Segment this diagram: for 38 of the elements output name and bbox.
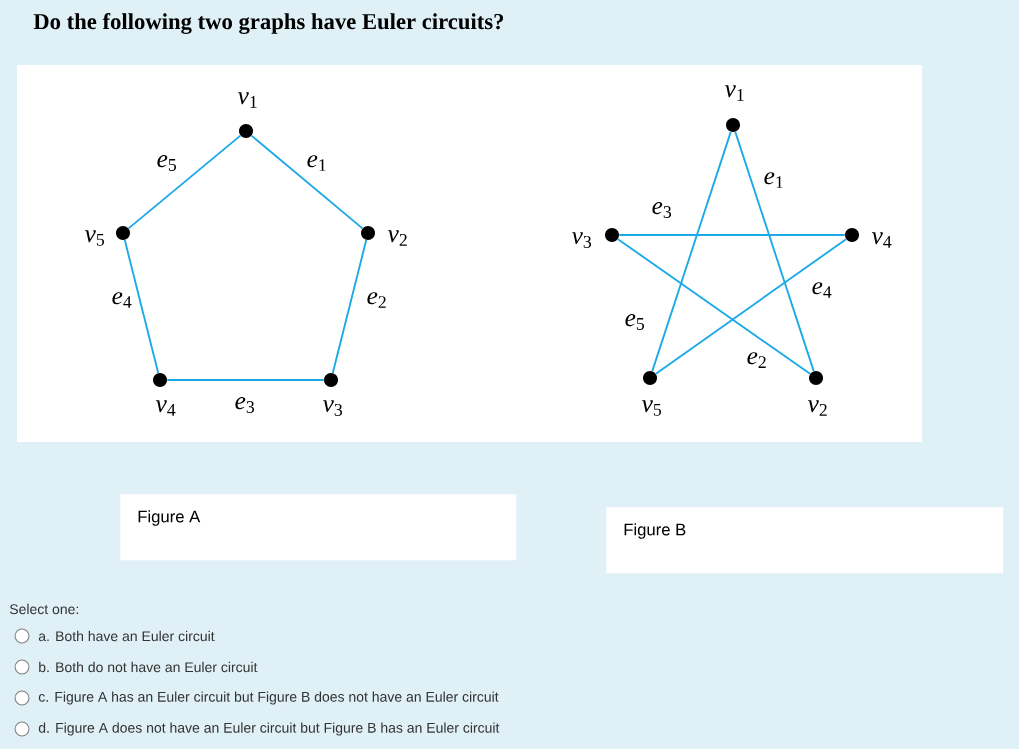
option-text: a. Both have an Euler circuit [38, 630, 215, 642]
vertex-dot [726, 118, 740, 132]
vertex-label: v$_{5}$ [84, 230, 105, 246]
title: Do the following two graphs have Euler circuits? [33, 13, 504, 34]
vertex-dot [324, 373, 338, 387]
vertex-label: v$_{5}$ [642, 400, 662, 416]
graph-edge [655, 238, 848, 375]
vertex-label: v$_{4}$ [155, 400, 176, 416]
graph-edge [618, 234, 846, 236]
graph-edge [331, 239, 368, 374]
vertex-dot [361, 226, 375, 240]
graph-edge [123, 239, 160, 374]
graph-edge [250, 134, 364, 230]
vertex-label: v$_{3}$ [322, 400, 343, 416]
option-text: d. Figure A does not have an Euler circuit but Figure B has an Euler circuit [38, 722, 500, 736]
figure-box: Figure A [120, 494, 517, 561]
vertex-label: v$_{2}$ [387, 230, 407, 246]
graph-edge [166, 379, 325, 381]
graph-edge [734, 130, 815, 373]
graph-edge [617, 238, 811, 375]
graph-edge [127, 134, 242, 230]
vertex-dot [809, 371, 823, 385]
vertex-dot [239, 124, 253, 138]
vertex-label: v$_{3}$ [572, 232, 592, 248]
prompt-text: Select one: [9, 603, 78, 615]
vertex-label: v$_{1}$ [237, 92, 257, 108]
vertex-label: v$_{2}$ [808, 400, 827, 416]
option-text: b. Both do not have an Euler circuit [39, 661, 258, 673]
graph-edge [651, 130, 732, 373]
vertex-label: v$_{1}$ [725, 85, 744, 101]
vertex-label: v$_{4}$ [872, 232, 892, 248]
vertex-dot [116, 226, 130, 240]
vertex-dot [605, 228, 619, 242]
vertex-dot [153, 373, 167, 387]
option-text: c. Figure A has an Euler circuit but Figure B does not have an Euler circuit [38, 691, 499, 705]
vertex-dot [845, 228, 859, 242]
figure-box: Figure B [606, 507, 1004, 574]
vertex-dot [643, 371, 657, 385]
